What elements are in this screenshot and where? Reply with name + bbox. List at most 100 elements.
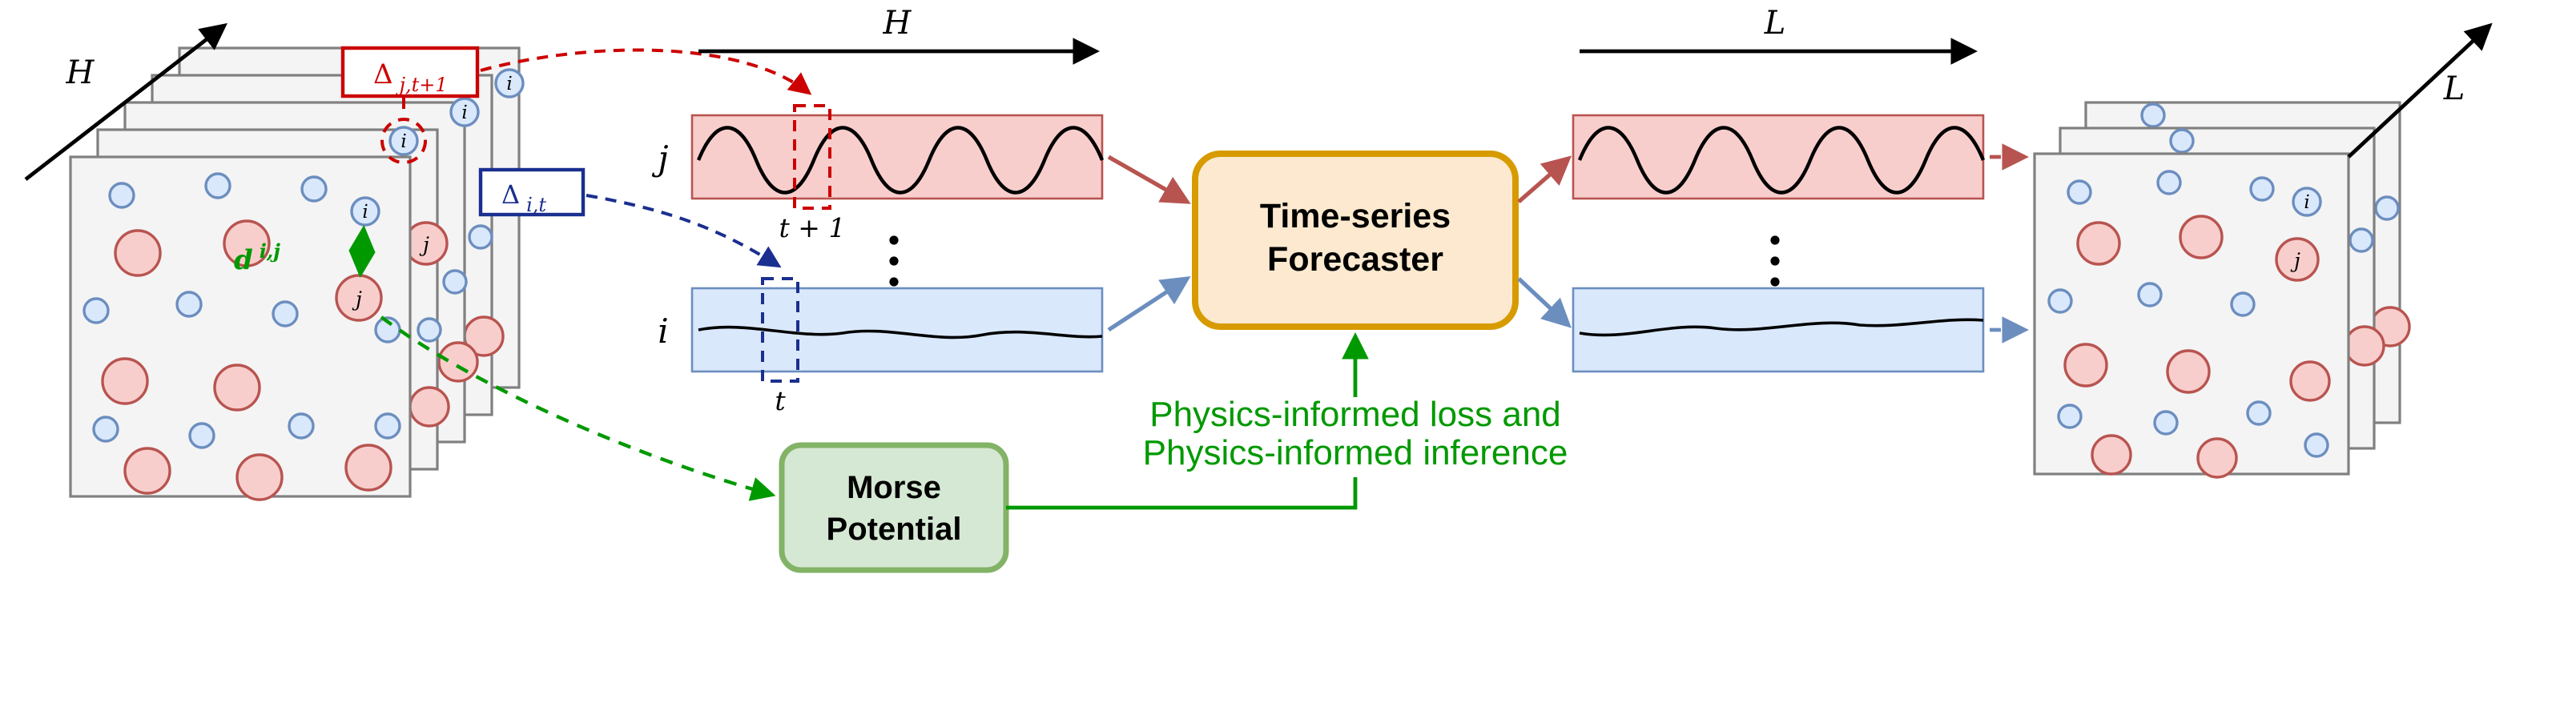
delta-i-annotation: Δ i,t — [478, 167, 782, 268]
particle — [235, 453, 284, 501]
vertical-dots — [1770, 235, 1780, 287]
particle — [374, 412, 401, 440]
h-axis-label: H — [66, 54, 95, 91]
particle — [2166, 349, 2211, 394]
input-arrow-bottom — [1107, 276, 1191, 332]
particle — [213, 364, 261, 412]
particle — [2246, 400, 2272, 426]
particle — [2137, 282, 2163, 307]
particle — [2344, 325, 2385, 367]
delta-symbol: Δ — [373, 58, 393, 90]
physics-text-line1: Physics-informed loss and — [1149, 395, 1561, 434]
time-window-t — [761, 277, 799, 383]
forecaster-block: Time-series Forecaster — [1107, 151, 1572, 332]
output-windows: L — [1572, 5, 2030, 373]
output-length-label: L — [1764, 5, 1786, 42]
forecast-strip-j — [1572, 114, 1985, 200]
right-frame-stack: j i L — [2033, 22, 2493, 479]
particle-i — [2292, 187, 2322, 217]
particle-i-label: i — [362, 202, 368, 223]
l-axis-arrow — [2347, 22, 2493, 159]
dot — [889, 256, 899, 266]
time-label-t: t — [775, 385, 786, 416]
particle — [272, 300, 299, 327]
dot — [1770, 256, 1780, 266]
particle — [2179, 215, 2224, 259]
delta-j-label: Δ j,t+1 — [373, 58, 448, 96]
physics-block: Morse Potential Physics-informed loss an… — [380, 315, 1568, 573]
particle-i-label: i — [461, 102, 467, 123]
delta-j-curve-arrow — [480, 48, 812, 95]
particle — [442, 269, 468, 295]
particle — [2057, 404, 2083, 429]
particle — [2289, 360, 2331, 402]
particle-i-label: i — [506, 74, 512, 94]
particle — [2196, 437, 2238, 479]
forecaster-box — [1192, 151, 1519, 330]
frame-f0: j i — [2033, 152, 2350, 479]
particle — [175, 291, 203, 318]
forecast-curve-j — [1577, 126, 1986, 195]
physics-text-line2: Physics-informed inference — [1143, 433, 1568, 472]
dot — [889, 277, 899, 287]
distance-superscript: i,j — [260, 239, 280, 263]
frame-rect — [69, 155, 412, 498]
time-label-t1: t + 1 — [779, 212, 846, 243]
particle-i — [388, 126, 419, 156]
series-curve-j — [696, 126, 1105, 195]
delta-j-annotation: Δ j,t+1 — [340, 46, 812, 164]
left-frame-stack: i i j i — [69, 46, 525, 501]
particle — [92, 416, 119, 443]
delta-i-subscript: i,t — [526, 194, 546, 216]
forecaster-label-line2: Forecaster — [1267, 240, 1443, 279]
particle — [2067, 179, 2092, 205]
morse-to-text-connector — [1006, 477, 1358, 510]
left-stack-axis: H — [24, 22, 227, 181]
particle-j — [2275, 237, 2320, 282]
morse-box — [779, 442, 1009, 573]
particle — [114, 229, 162, 277]
delta-j-subscript: j,t+1 — [396, 74, 448, 96]
particle — [344, 444, 392, 492]
particle — [2063, 343, 2108, 388]
series-strip-j — [690, 114, 1104, 200]
particle — [2047, 288, 2073, 314]
output-arrow-top — [1517, 155, 1572, 203]
particle — [2091, 434, 2132, 476]
distance-symbol: d — [234, 244, 253, 276]
particle — [288, 412, 315, 440]
output-arrow-bottom — [1517, 277, 1572, 328]
particle-i-label: i — [400, 131, 406, 152]
distance-double-arrow — [348, 224, 376, 279]
particle — [204, 172, 231, 199]
l-axis-label: L — [2443, 70, 2465, 107]
particle — [2249, 176, 2275, 202]
input-arrow-top — [1107, 155, 1191, 204]
particle — [2230, 291, 2256, 317]
highlight-dashed-circle — [380, 118, 427, 164]
distance-label: d i,j — [234, 239, 280, 276]
particle-i-label: i — [2304, 192, 2309, 213]
delta-symbol: Δ — [501, 179, 520, 210]
particle — [2156, 170, 2182, 195]
particle — [101, 357, 149, 405]
delta-i-label: Δ i,t — [501, 179, 546, 216]
particle — [2374, 195, 2400, 221]
forecast-strip-i — [1572, 287, 1985, 373]
row-label-i: i — [658, 311, 668, 351]
forecaster-label-line1: Time-series — [1260, 197, 1451, 235]
morse-label-line2: Potential — [827, 512, 962, 547]
particle — [108, 182, 135, 209]
particle — [188, 422, 215, 449]
particle — [417, 317, 442, 343]
particle — [2349, 227, 2374, 253]
time-window-t1 — [793, 104, 831, 210]
particle — [2140, 102, 2166, 128]
frame-t0: j i — [69, 155, 412, 501]
morse-label-line1: Morse — [847, 470, 941, 505]
particle — [409, 386, 450, 428]
delta-j-label-box — [340, 46, 480, 98]
row-label-j: j — [651, 139, 668, 178]
